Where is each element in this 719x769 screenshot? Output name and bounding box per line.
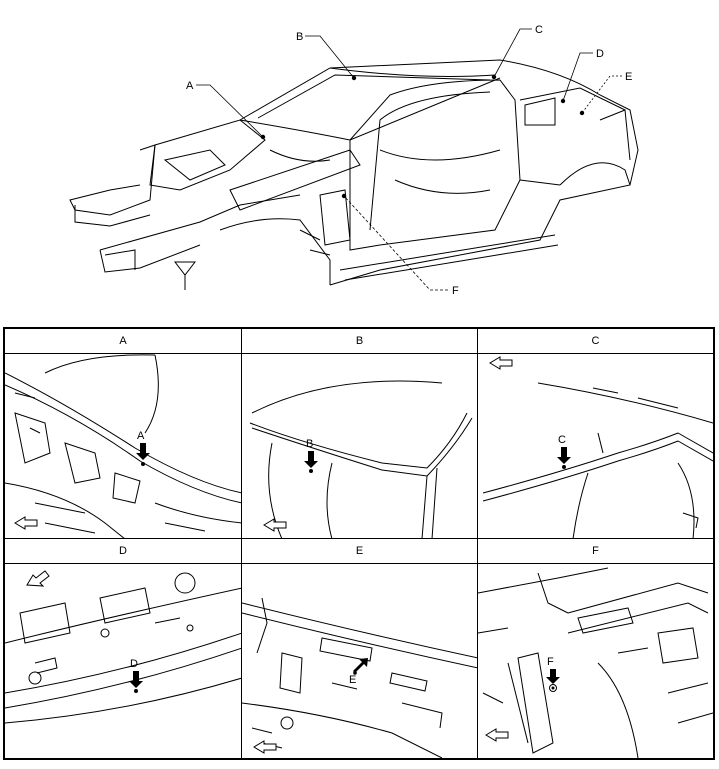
detail-panel-c: C C xyxy=(478,329,713,539)
callout-E: E xyxy=(625,71,632,83)
down-arrow-icon xyxy=(557,447,571,464)
panel-a-drawing: A xyxy=(5,354,241,538)
point-dot xyxy=(141,462,145,466)
panel-title: B xyxy=(242,329,477,354)
panel-c-drawing: C xyxy=(482,356,713,538)
panel-b-drawing: B xyxy=(249,380,473,538)
target-circle-icon xyxy=(549,684,557,692)
leader-lines xyxy=(196,28,622,291)
panel-title: C xyxy=(478,329,713,354)
front-direction-arrow-icon xyxy=(253,740,277,754)
front-direction-arrow-icon xyxy=(26,570,50,587)
callout-F: F xyxy=(452,285,459,297)
detail-panel-f: F F xyxy=(478,539,713,758)
detail-panel-a: A A xyxy=(5,329,242,539)
front-direction-arrow-icon xyxy=(263,518,287,532)
callout-dots xyxy=(260,74,585,199)
detail-grid: A A B xyxy=(3,327,715,760)
marker-label-e: E xyxy=(349,674,356,686)
detail-panel-b: B B xyxy=(242,329,478,539)
marker-label-a: A xyxy=(137,430,145,442)
down-arrow-icon xyxy=(136,443,150,460)
panel-f-drawing: F xyxy=(478,567,713,758)
up-arrow-icon xyxy=(353,658,368,673)
down-arrow-icon xyxy=(129,671,143,688)
panel-title: D xyxy=(5,539,241,564)
front-direction-arrow-icon xyxy=(489,356,513,370)
callout-D: D xyxy=(596,48,604,60)
detail-panel-e: E E xyxy=(242,539,478,758)
callout-B: B xyxy=(296,31,303,43)
callout-A: A xyxy=(186,80,194,92)
point-dot xyxy=(134,689,138,693)
marker-label-f: F xyxy=(547,656,554,668)
panel-title: F xyxy=(478,539,713,564)
body-shell-outline xyxy=(69,59,639,290)
panel-d-drawing: D xyxy=(5,570,241,724)
front-direction-arrow-icon xyxy=(14,516,38,530)
point-dot xyxy=(562,465,566,469)
marker-label-d: D xyxy=(130,658,138,670)
callout-C: C xyxy=(535,24,543,36)
callout-labels: A B C D E F xyxy=(186,24,632,297)
panel-title: A xyxy=(5,329,241,354)
panel-e-drawing: E xyxy=(242,597,477,758)
detail-panel-d: D D xyxy=(5,539,242,758)
down-arrow-icon xyxy=(546,669,560,684)
point-dot xyxy=(353,671,357,675)
body-shell-overview: A B C D E F xyxy=(69,24,639,297)
marker-label-c: C xyxy=(558,434,566,446)
down-arrow-icon xyxy=(304,451,318,468)
point-dot xyxy=(309,469,313,473)
front-direction-arrow-icon xyxy=(485,728,509,742)
marker-label-b: B xyxy=(306,438,313,450)
panel-title: E xyxy=(242,539,477,564)
point-dot xyxy=(551,686,555,690)
